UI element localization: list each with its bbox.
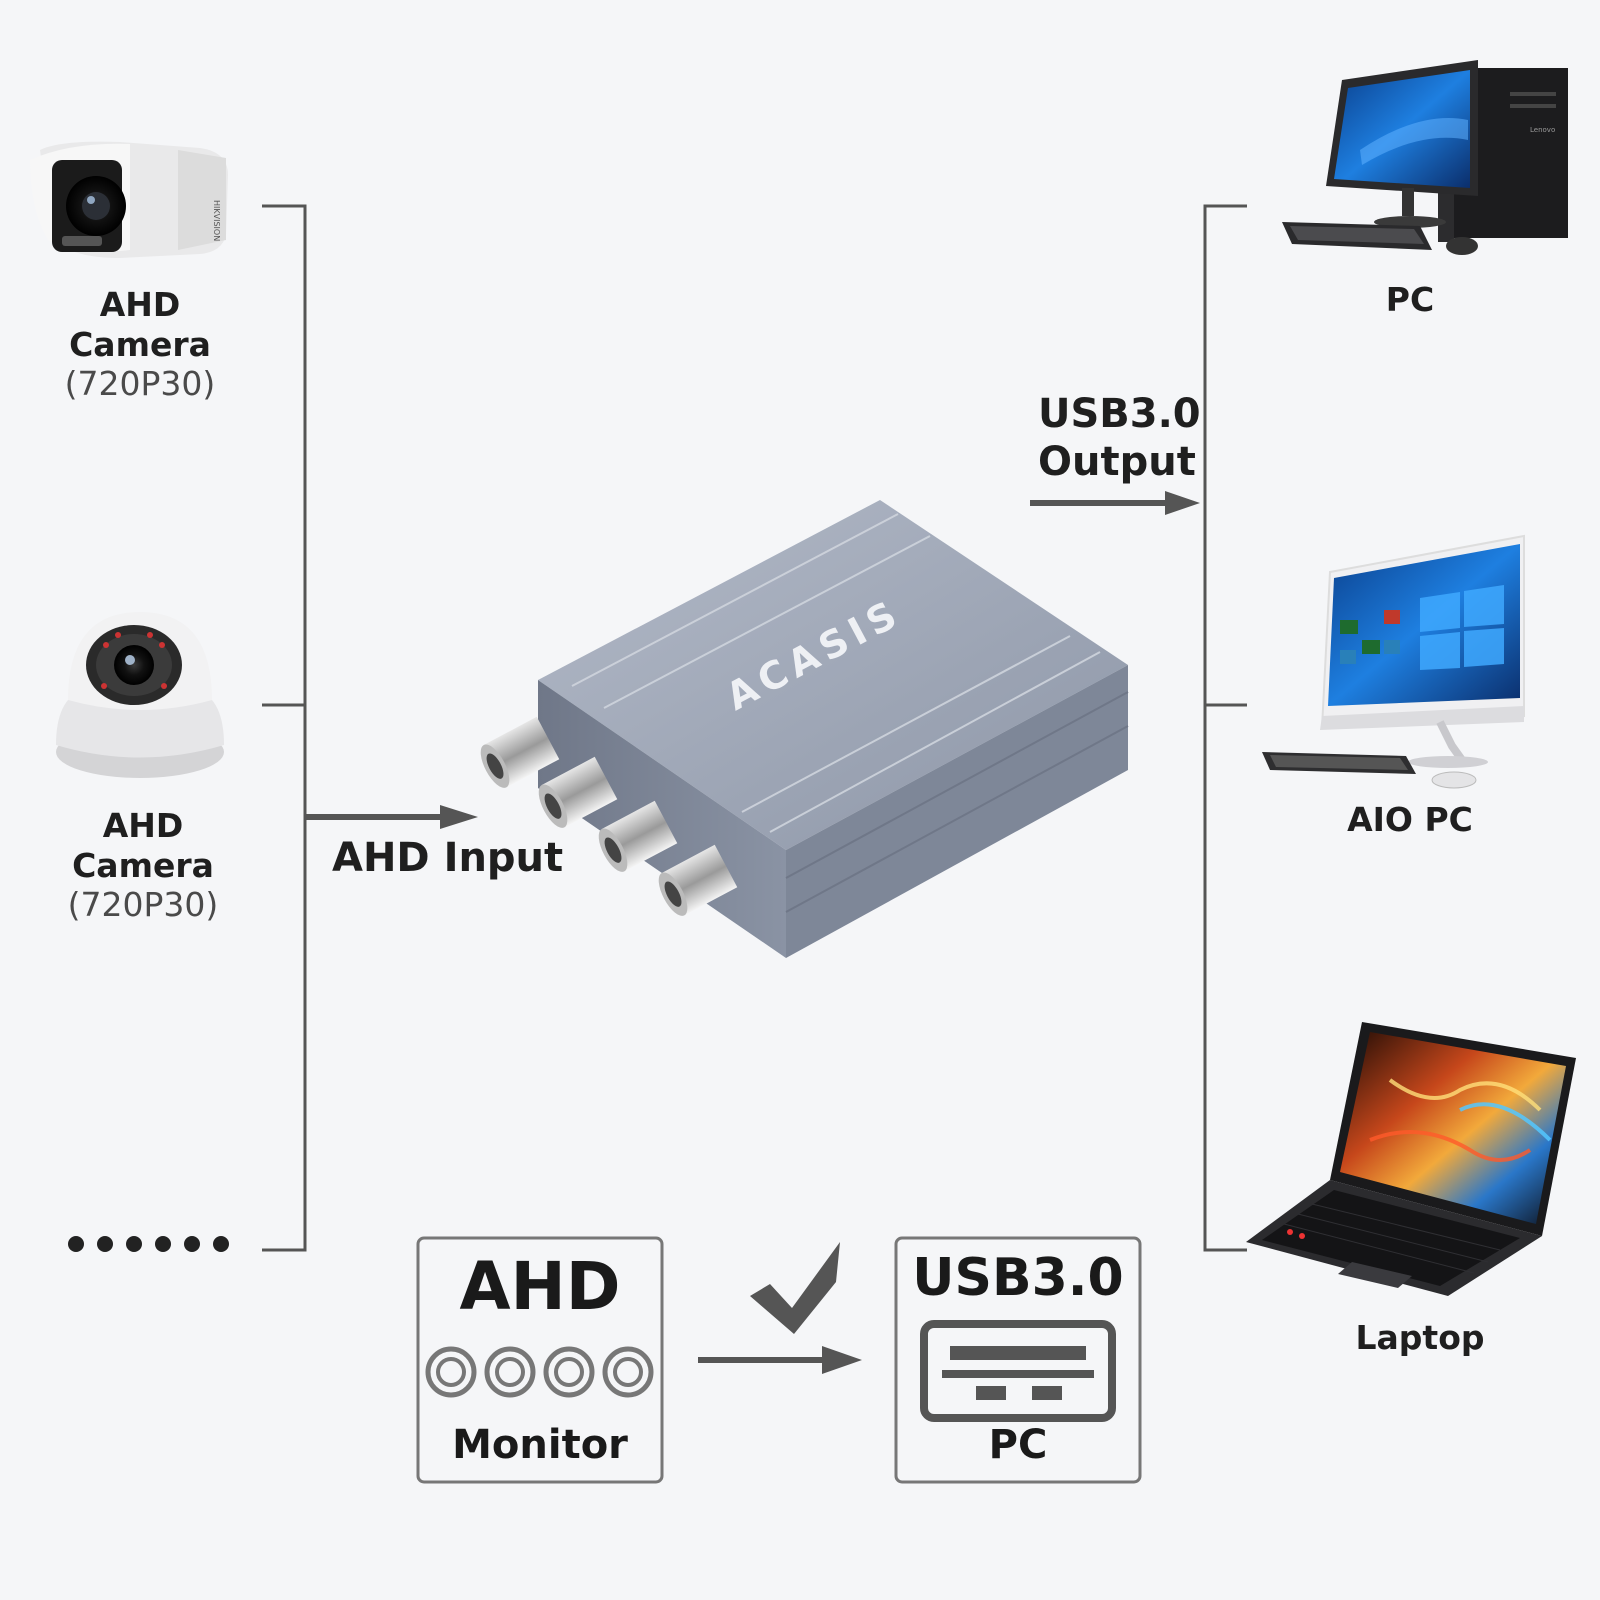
- bottom-arrow: [698, 1346, 862, 1374]
- ahd-box-subtitle: Monitor: [452, 1422, 628, 1468]
- device-top: [538, 500, 1128, 850]
- checkmark-icon: [750, 1242, 840, 1334]
- usb-port-icon: [920, 1320, 1116, 1422]
- usb-box-subtitle: PC: [988, 1422, 1048, 1468]
- ahd-monitor-box: [416, 1236, 664, 1484]
- capture-device: ACASIS: [480, 500, 1129, 958]
- right-bracket: [1203, 204, 1247, 1252]
- camera-spec: (720P30): [67, 885, 219, 925]
- laptop-icon: [1246, 1022, 1576, 1296]
- camera-brand-text: HIKVISION: [212, 200, 221, 241]
- ahd-box-title: AHD: [459, 1248, 621, 1325]
- aio-pc-label: AIO PC: [1347, 800, 1473, 839]
- camera-spec: (720P30): [64, 364, 216, 404]
- usb-output-label: USB3.0 Output: [1038, 390, 1201, 486]
- bnc-port-icon: [480, 716, 738, 916]
- dome-camera-icon: [56, 612, 224, 778]
- output-arrow: [1030, 491, 1200, 515]
- camera-name: AHD Camera: [72, 806, 214, 885]
- usb-box-title: USB3.0: [912, 1248, 1124, 1308]
- pc-label: PC: [1385, 280, 1435, 319]
- usb-output-line2: Output: [1038, 439, 1196, 485]
- left-bracket: [262, 204, 307, 1252]
- desktop-pc-icon: Lenovo: [1282, 60, 1568, 255]
- tower-brand-text: Lenovo: [1530, 126, 1555, 134]
- ahd-input-label: AHD Input: [332, 835, 564, 881]
- input-arrow: [305, 805, 478, 829]
- camera-name: AHD Camera: [69, 285, 211, 364]
- usb-output-line1: USB3.0: [1038, 391, 1201, 437]
- bnc-port-icon: [425, 1346, 654, 1398]
- bullet-camera-icon: HIKVISION: [30, 141, 228, 258]
- aio-pc-icon: [1262, 534, 1525, 789]
- more-dots-icon: [68, 1236, 229, 1252]
- usb-pc-box: [894, 1236, 1142, 1484]
- camera-label-1: AHD Camera (720P30): [30, 285, 250, 404]
- laptop-label: Laptop: [1355, 1318, 1485, 1357]
- camera-label-2: AHD Camera (720P30): [33, 806, 253, 925]
